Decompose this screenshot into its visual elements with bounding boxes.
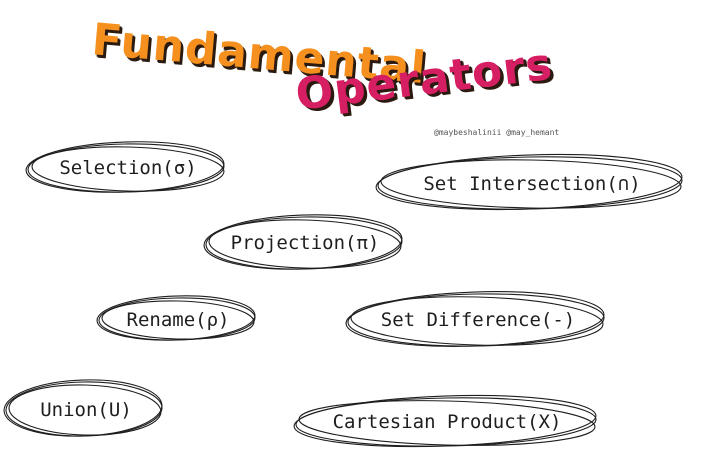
author-credit: @maybeshalinii @may_hemant xyxy=(434,128,560,137)
operator-rename-label: Rename(ρ) xyxy=(126,309,230,331)
operator-set-difference-label: Set Difference(-) xyxy=(380,309,576,331)
operator-cartesian-product-label: Cartesian Product(X) xyxy=(332,411,562,433)
operator-union-label: Union(U) xyxy=(40,399,132,421)
operator-projection-label: Projection(π) xyxy=(230,232,380,254)
operator-set-intersection-label: Set Intersection(∩) xyxy=(423,173,641,195)
operator-selection-label: Selection(σ) xyxy=(59,157,197,179)
